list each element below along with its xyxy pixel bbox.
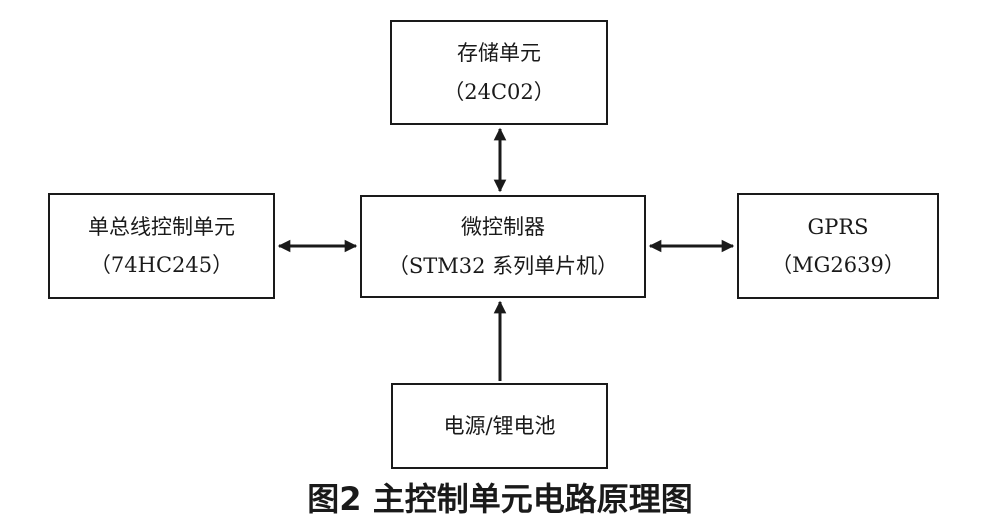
microcontroller-part: （STM32 系列单片机） <box>387 253 619 278</box>
power-supply-box: 电源/锂电池 <box>391 383 608 469</box>
storage-unit-part: （24C02） <box>443 79 555 104</box>
gprs-module-title: GPRS <box>807 214 869 239</box>
single-bus-control-unit-part: （74HC245） <box>89 253 234 277</box>
power-supply-title: 电源/锂电池 <box>443 413 556 438</box>
microcontroller-box: 微控制器 （STM32 系列单片机） <box>360 195 646 298</box>
single-bus-control-unit-box: 单总线控制单元 （74HC245） <box>48 193 275 299</box>
gprs-module-part: （MG2639） <box>771 253 905 277</box>
storage-unit-title: 存储单元 <box>457 41 541 66</box>
microcontroller-title: 微控制器 <box>461 215 545 240</box>
figure-caption: 图2 主控制单元电路原理图 <box>307 480 693 518</box>
storage-unit-box: 存储单元 （24C02） <box>390 20 608 125</box>
gprs-module-box: GPRS （MG2639） <box>737 193 939 299</box>
single-bus-control-unit-title: 单总线控制单元 <box>88 214 235 239</box>
